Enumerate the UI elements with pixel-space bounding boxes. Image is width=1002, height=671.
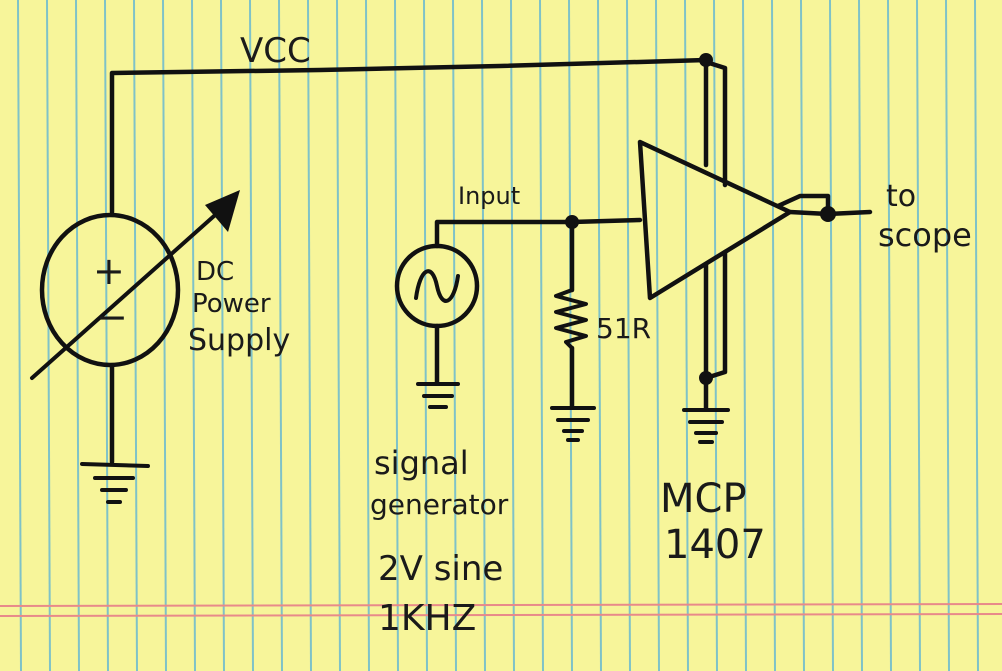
paper-rule-line [365,0,370,671]
generator-label: generator [370,488,509,521]
vcc-wire [109,57,709,215]
vcc-label: VCC [240,31,311,71]
paper-rule-line [974,0,979,671]
paper-margin-line [0,613,1002,617]
paper-rule-line [858,0,863,671]
paper-rule-line [800,0,805,671]
paper-rule-line [133,0,138,671]
resistor-ground-icon [550,406,596,442]
paper-rule-line [945,0,950,671]
sine-amplitude-label: 2V sine [378,549,503,589]
resistor-zigzag [554,288,588,350]
adjustable-arrow-head [205,190,240,232]
vcc-junction-dot [699,53,713,67]
supply-minus-sign: − [96,295,128,339]
paper-rule-line [887,0,892,671]
paper-rule-line [626,0,631,671]
output-junction-dot [820,206,836,222]
paper-rule-line [452,0,457,671]
resistor-value-label: 51R [596,312,651,345]
paper-rule-line [684,0,689,671]
output-wire-upper [775,193,831,217]
paper-rule-line [423,0,428,671]
paper-rule-line [597,0,602,671]
supply-label: Supply [188,323,290,358]
sine-wave-icon [414,269,460,303]
generator-ground-icon [416,382,460,409]
paper-rule-line [568,0,573,671]
vcc-bus-right [703,59,728,188]
input-wire [434,217,643,249]
scope-label: scope [878,216,972,254]
paper-rule-line [104,0,109,671]
paper-rule-line [394,0,399,671]
supply-ground-icon [80,462,150,504]
paper-margin-line [0,603,1002,607]
power-label: Power [192,289,271,319]
dc-label: DC [196,257,234,287]
paper-rule-line [771,0,776,671]
paper-rule-line [916,0,921,671]
input-label: Input [458,182,520,210]
paper-rule-line [510,0,515,671]
paper-rule-line [191,0,196,671]
paper-rule-line [307,0,312,671]
paper-rule-line [742,0,747,671]
paper-rule-line [336,0,341,671]
adjustable-arrow-line [30,198,234,380]
chip-name-line2: 1407 [664,522,766,568]
paper-rule-line [278,0,283,671]
paper-rule-line [481,0,486,671]
paper-rule-line [539,0,544,671]
chip-name-line1: MCP [660,476,747,522]
paper-rule-line [713,0,718,671]
driver-triangle [637,139,793,301]
frequency-label: 1KHZ [378,598,476,639]
paper-rule-line [655,0,660,671]
paper-rule-line [249,0,254,671]
paper-rule-line [46,0,51,671]
to-label: to [886,179,916,214]
driver-ground-icon [682,408,730,444]
supply-plus-sign: + [93,249,125,293]
signal-label: signal [374,444,469,482]
paper-rule-line [220,0,225,671]
paper-rule-line [829,0,834,671]
paper-rule-line [17,0,22,671]
